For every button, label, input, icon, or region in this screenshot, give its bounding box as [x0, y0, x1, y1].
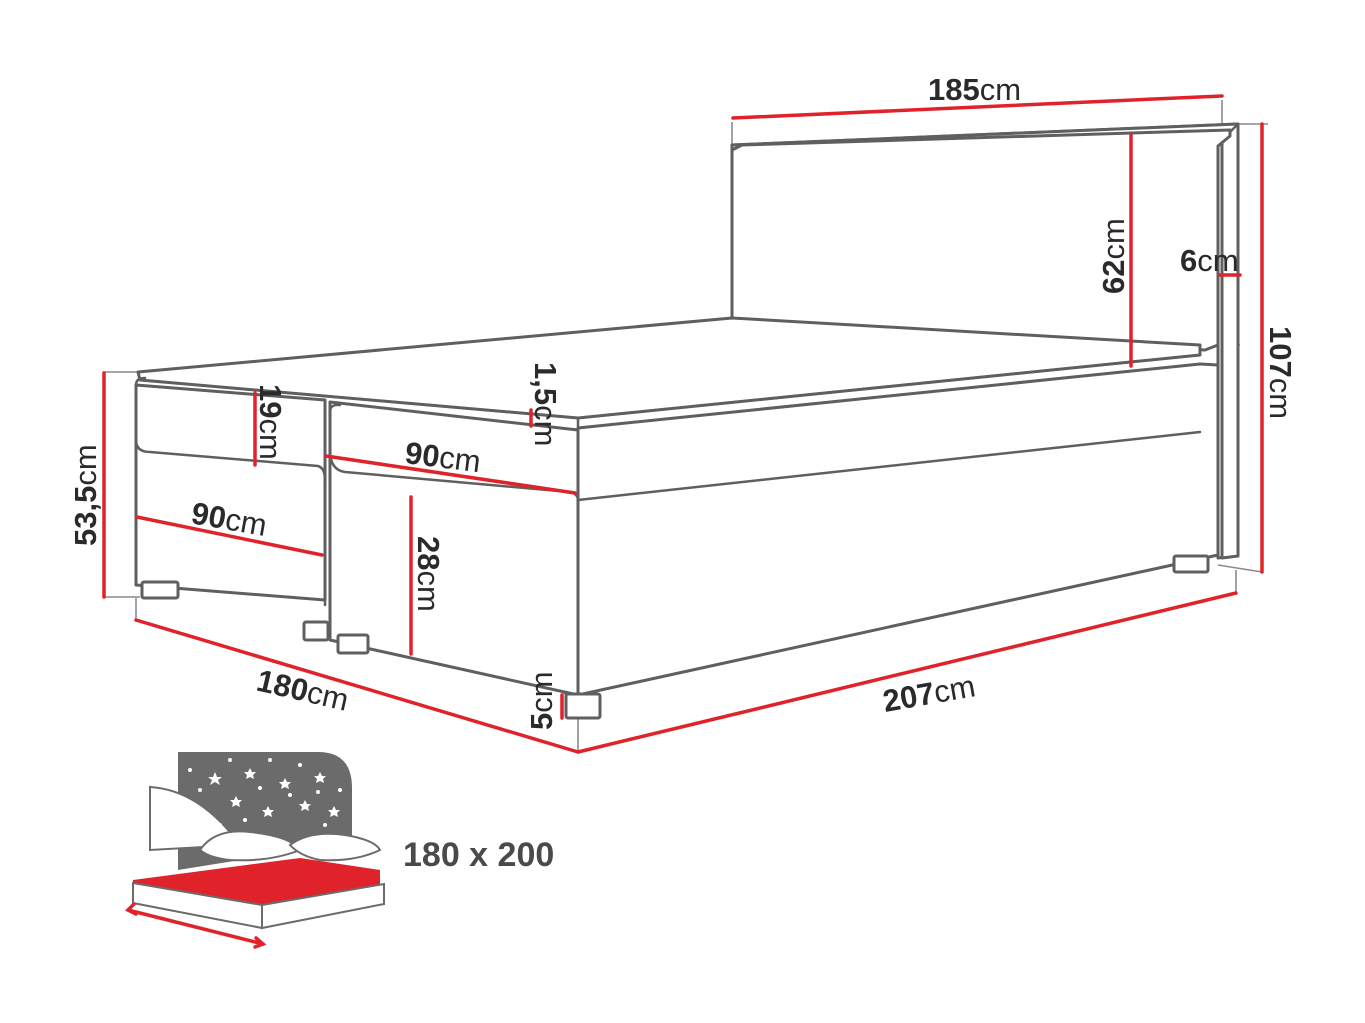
bed-legs: [140, 554, 1210, 720]
bed-base: [134, 362, 1220, 697]
label-19: 19cm: [253, 384, 288, 460]
mattress-size-icon: [125, 752, 385, 949]
dimension-labels: 185cm 62cm 6cm 107cm 1,5cm 19cm 90cm 90c…: [68, 72, 1298, 730]
leg-back-right: [1172, 554, 1210, 574]
dim-line-90-right: [324, 454, 577, 495]
stars: [170, 758, 342, 843]
dim-line-180: [134, 618, 580, 754]
leg-front-mid-right: [336, 633, 370, 655]
label-90-right: 90cm: [403, 435, 483, 479]
inset-dim-line: [126, 908, 265, 946]
label-62: 62cm: [1096, 218, 1131, 294]
dim-line-185: [731, 94, 1224, 120]
dimension-lines: [102, 94, 1264, 754]
dim-line-90-left: [135, 515, 324, 557]
label-6: 6cm: [1180, 243, 1239, 278]
label-185: 185cm: [928, 72, 1021, 107]
label-28: 28cm: [411, 536, 446, 612]
label-53-5: 53,5cm: [68, 444, 103, 546]
pillow-right: [288, 832, 382, 862]
label-90-left: 90cm: [189, 495, 270, 543]
dim-line-207: [576, 591, 1238, 754]
label-5: 5cm: [524, 671, 559, 730]
mattress-size-caption: 180 x 200: [403, 836, 554, 874]
leg-front-left: [140, 580, 180, 600]
leg-front-mid-left: [302, 620, 330, 642]
leg-front-right: [564, 692, 602, 720]
label-107: 107cm: [1263, 326, 1298, 419]
label-1-5: 1,5cm: [528, 362, 563, 446]
